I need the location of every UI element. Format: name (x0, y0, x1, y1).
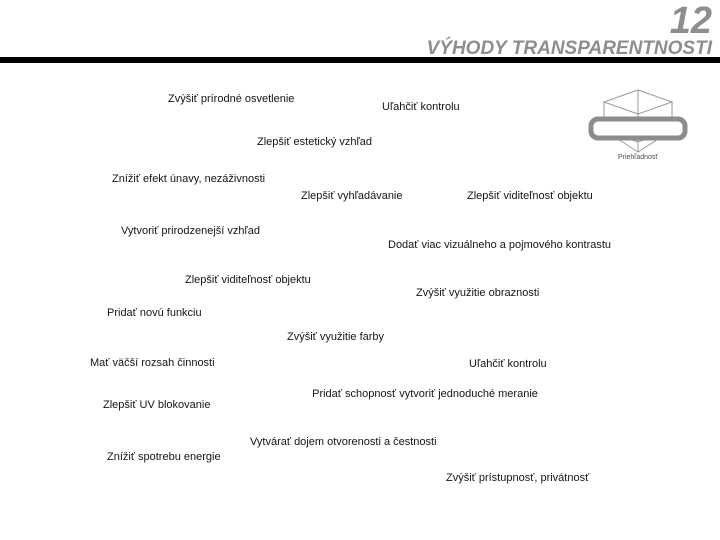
benefit-label: Pridať schopnosť vytvoriť jednoduché mer… (312, 388, 538, 400)
benefit-label: Zvýšiť prírodné osvetlenie (168, 93, 295, 105)
benefit-label: Zlepšiť estetický vzhľad (257, 136, 372, 148)
benefit-label: Zvýšiť prístupnosť, privátnosť (446, 472, 590, 484)
benefit-label: Zlepšiť UV blokovanie (103, 399, 211, 411)
benefit-label: Zlepšiť viditeľnosť objektu (467, 190, 593, 202)
benefit-label: Mať väčší rozsah činnosti (90, 357, 215, 369)
benefit-label: Zlepšiť vyhľadávanie (301, 190, 403, 202)
benefit-label: Zvýšiť využitie farby (287, 331, 385, 343)
benefit-label: Znížiť efekt únavy, nezáživnosti (112, 173, 266, 185)
page-title: VÝHODY TRANSPARENTNOSTI (426, 38, 712, 59)
benefit-label: Znížiť spotrebu energie (107, 451, 221, 463)
benefit-label: Uľahčiť kontrolu (469, 358, 547, 370)
title-divider (0, 57, 720, 63)
benefit-label: Vytvárať dojem otvorenosti a čestnosti (250, 436, 437, 448)
benefit-label: Dodať viac vizuálneho a pojmového kontra… (388, 239, 612, 251)
transparency-icon-caption: Priehľadnosť (617, 154, 659, 161)
benefit-label: Uľahčiť kontrolu (382, 101, 460, 113)
slide-number: 12 (669, 0, 712, 42)
benefit-label: Zvýšiť využitie obraznosti (416, 287, 540, 299)
transparency-cube-icon (588, 89, 688, 153)
benefit-label: Pridať novú funkciu (107, 307, 202, 319)
benefit-label: Vytvoriť prirodzenejší vzhľad (121, 225, 260, 237)
benefit-label: Zlepšiť viditeľnosť objektu (185, 274, 311, 286)
